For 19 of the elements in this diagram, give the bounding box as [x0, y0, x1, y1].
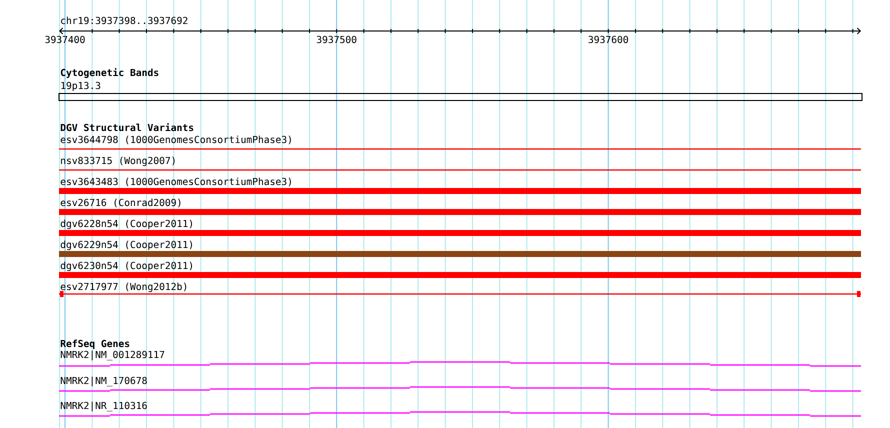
feature-label: dgv6230n54 (Cooper2011)	[60, 262, 192, 272]
feature-label: esv3643483 (1000GenomesConsortiumPhase3)	[60, 178, 291, 186]
track-title: Cytogenetic Bands	[60, 68, 158, 78]
feature-label: dgv6229n54 (Cooper2011)	[60, 240, 192, 250]
feature-label: esv3644798 (1000GenomesConsortiumPhase3)	[60, 136, 291, 144]
feature-label: NMRK2|NM_170678	[60, 376, 147, 386]
tick-label: 3937600	[588, 36, 628, 44]
track-title: DGV Structural Variants	[60, 123, 194, 132]
feature-label: dgv6228n54 (Cooper2011)	[60, 220, 192, 230]
feature-label: NMRK2|NR_110316	[60, 402, 147, 412]
track-title: RefSeq Genes	[60, 340, 130, 350]
feature-label: nsv833715 (Wong2007)	[61, 156, 175, 166]
feature-label: NMRK2|NM_001289117	[60, 350, 164, 360]
feature-label: 19p13.3	[61, 82, 100, 92]
coord-label: chr19:3937398..3937692	[61, 16, 188, 24]
feature-label: esv26716 (Conrad2009)	[60, 198, 180, 208]
tick-label: 3937500	[316, 36, 356, 44]
feature-label: esv2717977 (Wong2012b)	[60, 282, 186, 292]
tick-label: 3937400	[45, 36, 85, 44]
